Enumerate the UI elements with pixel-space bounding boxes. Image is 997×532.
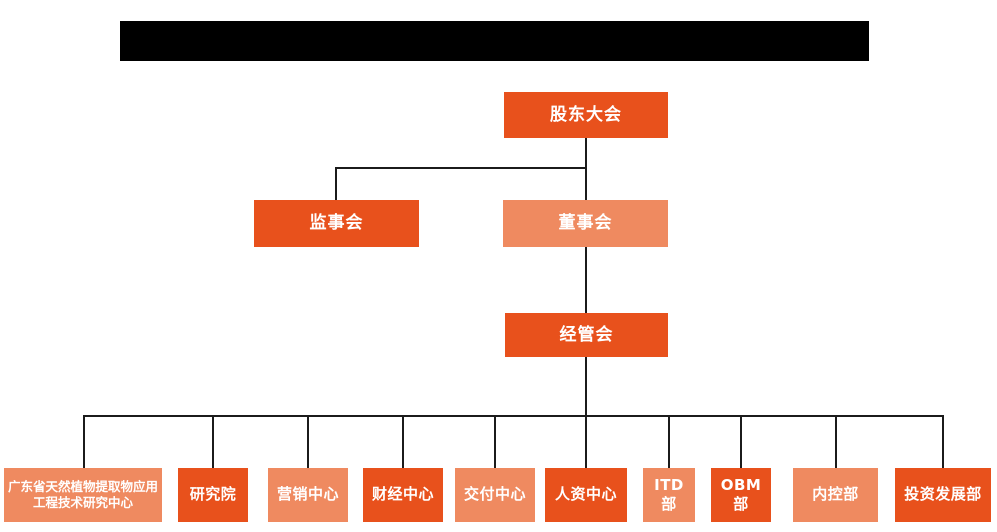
- connector-supervisory-drop: [335, 167, 337, 201]
- org-node-finance-center: 财经中心: [363, 468, 443, 522]
- org-node-marketing-center: 营销中心: [268, 468, 348, 522]
- org-node-board-of-directors: 董事会: [503, 200, 668, 247]
- connector-drop-finance-center: [402, 415, 404, 469]
- connector-drop-delivery-center: [494, 415, 496, 469]
- org-node-research-institute: 研究院: [178, 468, 248, 522]
- connector-drop-investment-development: [942, 415, 944, 469]
- connector-drop-internal-control: [835, 415, 837, 469]
- connector-drop-research-institute: [212, 415, 214, 469]
- connector-level4-horizontal: [83, 415, 944, 417]
- connector-drop-hr-center: [585, 415, 587, 469]
- connector-drop-itd-department: [668, 415, 670, 469]
- connector-board-management: [585, 247, 587, 314]
- connector-management-vertical: [585, 357, 587, 417]
- org-node-investment-development: 投资发展部: [895, 468, 991, 522]
- redacted-title-bar: [120, 21, 869, 61]
- org-node-delivery-center: 交付中心: [455, 468, 535, 522]
- org-node-internal-control: 内控部: [793, 468, 878, 522]
- connector-shareholders-vertical: [585, 138, 587, 201]
- org-node-shareholders-meeting: 股东大会: [504, 92, 668, 138]
- connector-drop-research-center: [83, 415, 85, 469]
- org-node-obm-department: OBM部: [711, 468, 771, 522]
- org-node-research-center: 广东省天然植物提取物应用工程技术研究中心: [4, 468, 162, 522]
- org-node-supervisory-board: 监事会: [254, 200, 419, 247]
- org-node-itd-department: ITD部: [643, 468, 695, 522]
- org-node-management-committee: 经管会: [505, 313, 668, 357]
- connector-drop-marketing-center: [307, 415, 309, 469]
- org-node-hr-center: 人资中心: [545, 468, 627, 522]
- connector-drop-obm-department: [740, 415, 742, 469]
- connector-level2-horizontal: [335, 167, 587, 169]
